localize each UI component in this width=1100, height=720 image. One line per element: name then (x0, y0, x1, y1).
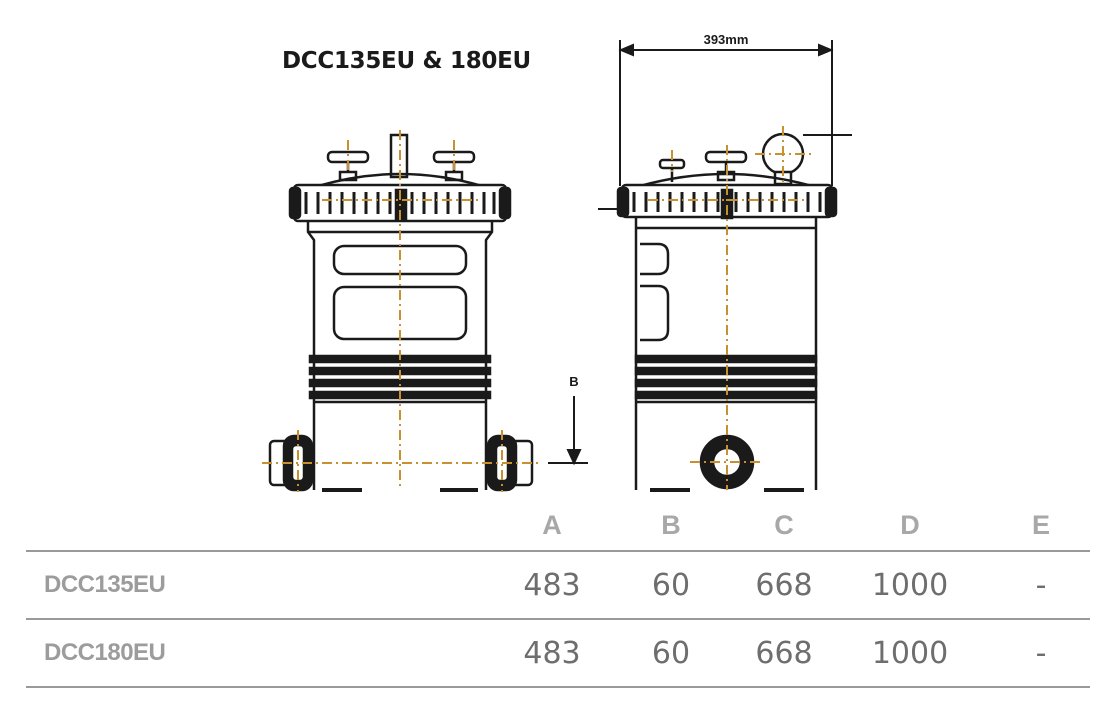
table-header-row: A B C D E (26, 500, 1090, 552)
model-name: DCC180EU (26, 619, 502, 688)
front-centerlines (262, 130, 540, 492)
header-c: C (740, 500, 828, 552)
front-knob-right (432, 150, 476, 182)
side-lid-ring (598, 183, 838, 220)
header-a: A (502, 500, 602, 552)
cell-e: - (992, 619, 1090, 688)
table-row: DCC135EU 483 60 668 1000 - (26, 551, 1090, 620)
cell-e: - (992, 551, 1090, 620)
cell-d: 1000 (828, 619, 992, 688)
side-centerlines (648, 126, 811, 490)
cell-c: 668 (740, 551, 828, 620)
diagram-title: DCC135EU & 180EU (282, 48, 531, 74)
header-e: E (992, 500, 1090, 552)
dimension-width-label: 393mm (704, 32, 749, 47)
dimensions-table: A B C D E DCC135EU 483 60 668 1000 - DCC… (26, 500, 1090, 688)
dimension-width (618, 40, 852, 186)
header-d: D (828, 500, 992, 552)
dimension-b-label: B (569, 374, 578, 389)
cell-d: 1000 (828, 551, 992, 620)
header-b: B (602, 500, 740, 552)
side-view (598, 132, 838, 492)
dimension-b (548, 396, 588, 466)
cell-a: 483 (502, 619, 602, 688)
cell-c: 668 (740, 619, 828, 688)
cell-a: 483 (502, 551, 602, 620)
table-row: DCC180EU 483 60 668 1000 - (26, 619, 1090, 688)
filter-technical-drawing: B (262, 32, 852, 492)
cell-b: 60 (602, 619, 740, 688)
model-name: DCC135EU (26, 551, 502, 620)
header-model (26, 500, 502, 552)
cell-b: 60 (602, 551, 740, 620)
